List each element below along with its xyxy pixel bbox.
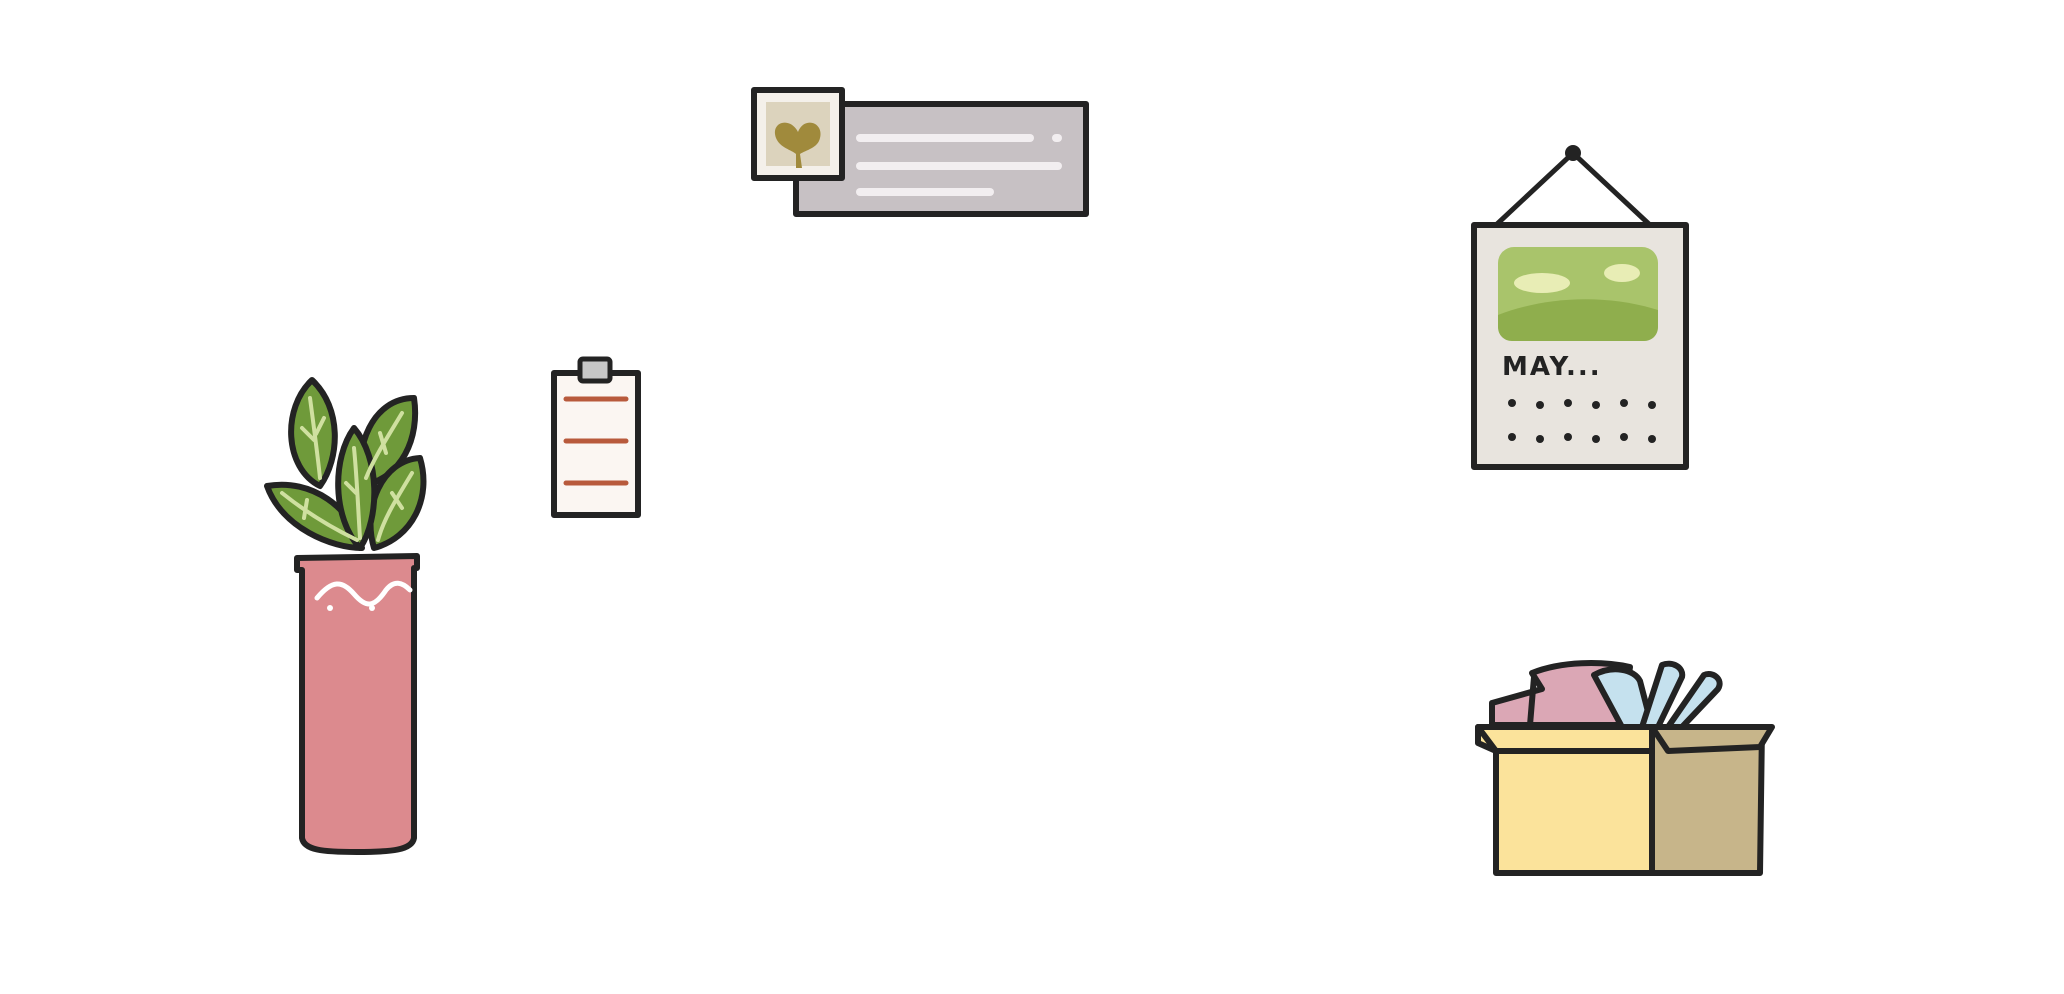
- wall-calendar[interactable]: MAY...: [1470, 145, 1710, 483]
- cardboard-box[interactable]: [1472, 655, 1790, 883]
- picture-frame-icon: [751, 87, 1089, 217]
- clipboard-icon: [551, 356, 641, 518]
- heart-picture-frame[interactable]: [750, 86, 1093, 220]
- calendar-month-label: MAY...: [1502, 352, 1602, 382]
- calendar-icon: MAY...: [1471, 145, 1689, 470]
- potted-plant[interactable]: [262, 368, 452, 856]
- box-icon: [1475, 660, 1775, 876]
- potted-plant-icon: [264, 377, 427, 855]
- clipboard-note[interactable]: [548, 355, 648, 520]
